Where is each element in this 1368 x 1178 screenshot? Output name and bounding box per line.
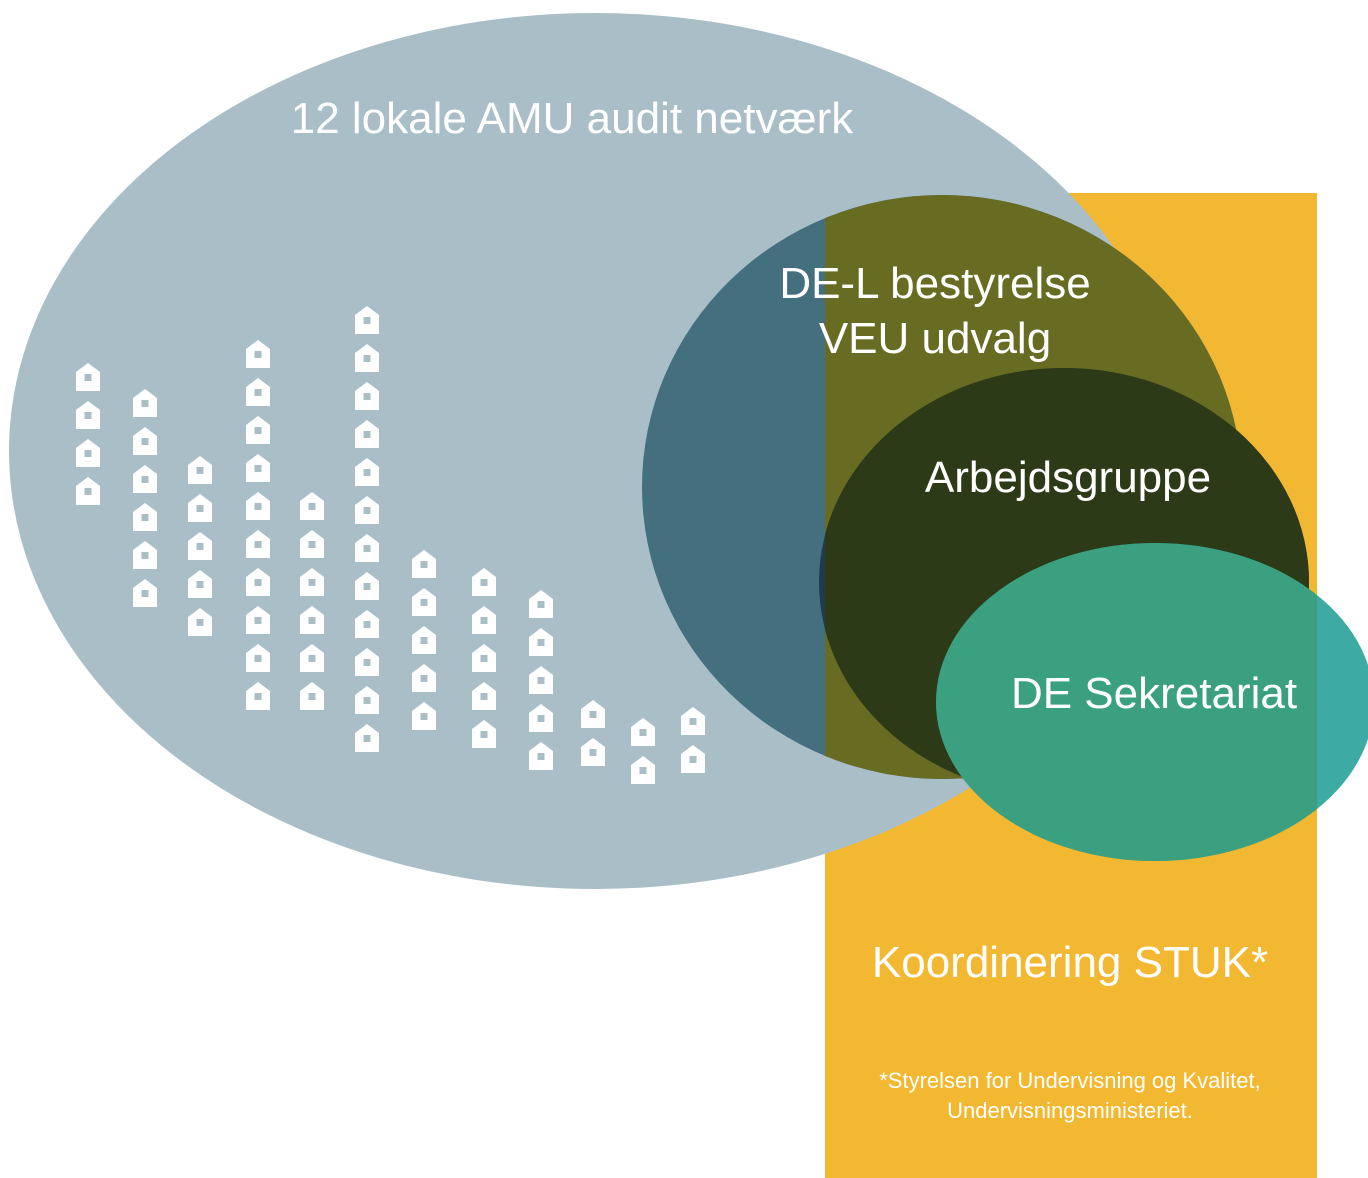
building-window	[363, 659, 371, 666]
network-title: 12 lokale AMU audit netværk	[291, 94, 855, 143]
building-window	[363, 431, 371, 438]
building-window	[308, 541, 316, 548]
building-window	[420, 561, 428, 568]
building-window	[308, 655, 316, 662]
building-window	[141, 400, 149, 407]
building-window	[480, 579, 488, 586]
building-window	[254, 351, 262, 358]
building-window	[363, 583, 371, 590]
building-window	[689, 756, 697, 763]
building-window	[254, 427, 262, 434]
building-window	[254, 617, 262, 624]
building-window	[254, 465, 262, 472]
building-window	[308, 503, 316, 510]
secretariat-label: DE Sekretariat	[1011, 669, 1297, 718]
building-window	[84, 488, 92, 495]
building-window	[589, 749, 597, 756]
secretariat-ellipse-overlap	[936, 543, 1317, 861]
building-window	[84, 450, 92, 457]
building-window	[196, 505, 204, 512]
building-window	[639, 767, 647, 774]
building-window	[589, 711, 597, 718]
building-window	[689, 718, 697, 725]
building-window	[420, 637, 428, 644]
building-window	[480, 617, 488, 624]
building-window	[196, 543, 204, 550]
building-window	[308, 617, 316, 624]
working-group-label: Arbejdsgruppe	[925, 453, 1211, 502]
building-window	[141, 514, 149, 521]
building-window	[537, 715, 545, 722]
board-label-line2: VEU udvalg	[819, 314, 1051, 363]
building-window	[254, 579, 262, 586]
building-window	[254, 655, 262, 662]
building-window	[196, 467, 204, 474]
building-window	[254, 693, 262, 700]
building-window	[363, 697, 371, 704]
building-window	[537, 601, 545, 608]
building-window	[254, 389, 262, 396]
board-label-line1: DE-L bestyrelse	[779, 259, 1090, 308]
building-window	[480, 655, 488, 662]
building-window	[141, 476, 149, 483]
coordination-footnote-line2: Undervisningsministeriet.	[947, 1098, 1193, 1123]
building-window	[254, 541, 262, 548]
building-window	[196, 619, 204, 626]
building-window	[363, 355, 371, 362]
building-window	[537, 677, 545, 684]
building-window	[480, 693, 488, 700]
building-window	[363, 393, 371, 400]
coordination-label: Koordinering STUK*	[872, 938, 1268, 987]
building-window	[363, 317, 371, 324]
building-window	[308, 693, 316, 700]
building-window	[420, 599, 428, 606]
building-window	[363, 545, 371, 552]
building-window	[639, 729, 647, 736]
building-window	[84, 374, 92, 381]
building-window	[363, 735, 371, 742]
building-window	[308, 579, 316, 586]
building-window	[254, 503, 262, 510]
building-window	[480, 731, 488, 738]
building-window	[196, 581, 204, 588]
school-buildings	[76, 306, 705, 784]
building-window	[420, 675, 428, 682]
building-window	[363, 621, 371, 628]
building-window	[84, 412, 92, 419]
building-window	[141, 590, 149, 597]
building-window	[420, 713, 428, 720]
building-window	[141, 552, 149, 559]
building-window	[363, 507, 371, 514]
building-window	[363, 469, 371, 476]
coordination-footnote-line1: *Styrelsen for Undervisning og Kvalitet,	[879, 1068, 1261, 1093]
building-window	[537, 639, 545, 646]
building-window	[141, 438, 149, 445]
building-window	[537, 753, 545, 760]
